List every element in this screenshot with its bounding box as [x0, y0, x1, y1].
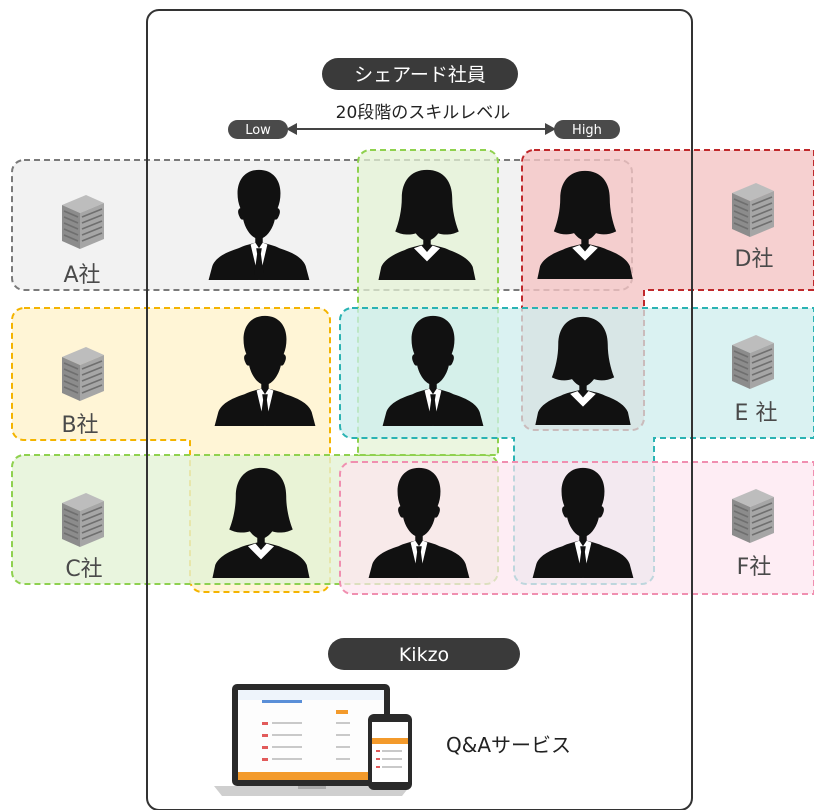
title-text: シェアード社員 — [354, 64, 486, 86]
building-icon — [731, 488, 775, 544]
company-a-label: A社 — [63, 263, 100, 288]
building-icon — [61, 346, 105, 402]
building-icon — [61, 194, 105, 250]
kikzo-pill — [328, 638, 520, 670]
company-c-label: C社 — [65, 557, 102, 582]
title-pill — [322, 58, 518, 90]
arrow-left-head — [286, 123, 297, 135]
phone-icon — [368, 714, 412, 790]
low-label: Low — [245, 123, 271, 138]
high-label: High — [572, 123, 602, 138]
laptop-icon — [214, 684, 410, 796]
company-f-label: F社 — [737, 555, 772, 580]
skill-scale-label: 20段階のスキルレベル — [336, 103, 511, 123]
service-label: Q&Aサービス — [446, 733, 571, 757]
arrow-right-head — [545, 123, 556, 135]
shared-employee-frame — [146, 9, 693, 810]
kikzo-label: Kikzo — [399, 644, 449, 666]
company-d-label: D社 — [735, 247, 774, 272]
high-pill — [554, 120, 620, 139]
building-icon — [731, 334, 775, 390]
low-pill — [228, 120, 288, 139]
company-e-label: E 社 — [735, 401, 778, 426]
company-b-label: B社 — [61, 413, 98, 438]
building-icon — [61, 492, 105, 548]
building-icon — [731, 182, 775, 238]
